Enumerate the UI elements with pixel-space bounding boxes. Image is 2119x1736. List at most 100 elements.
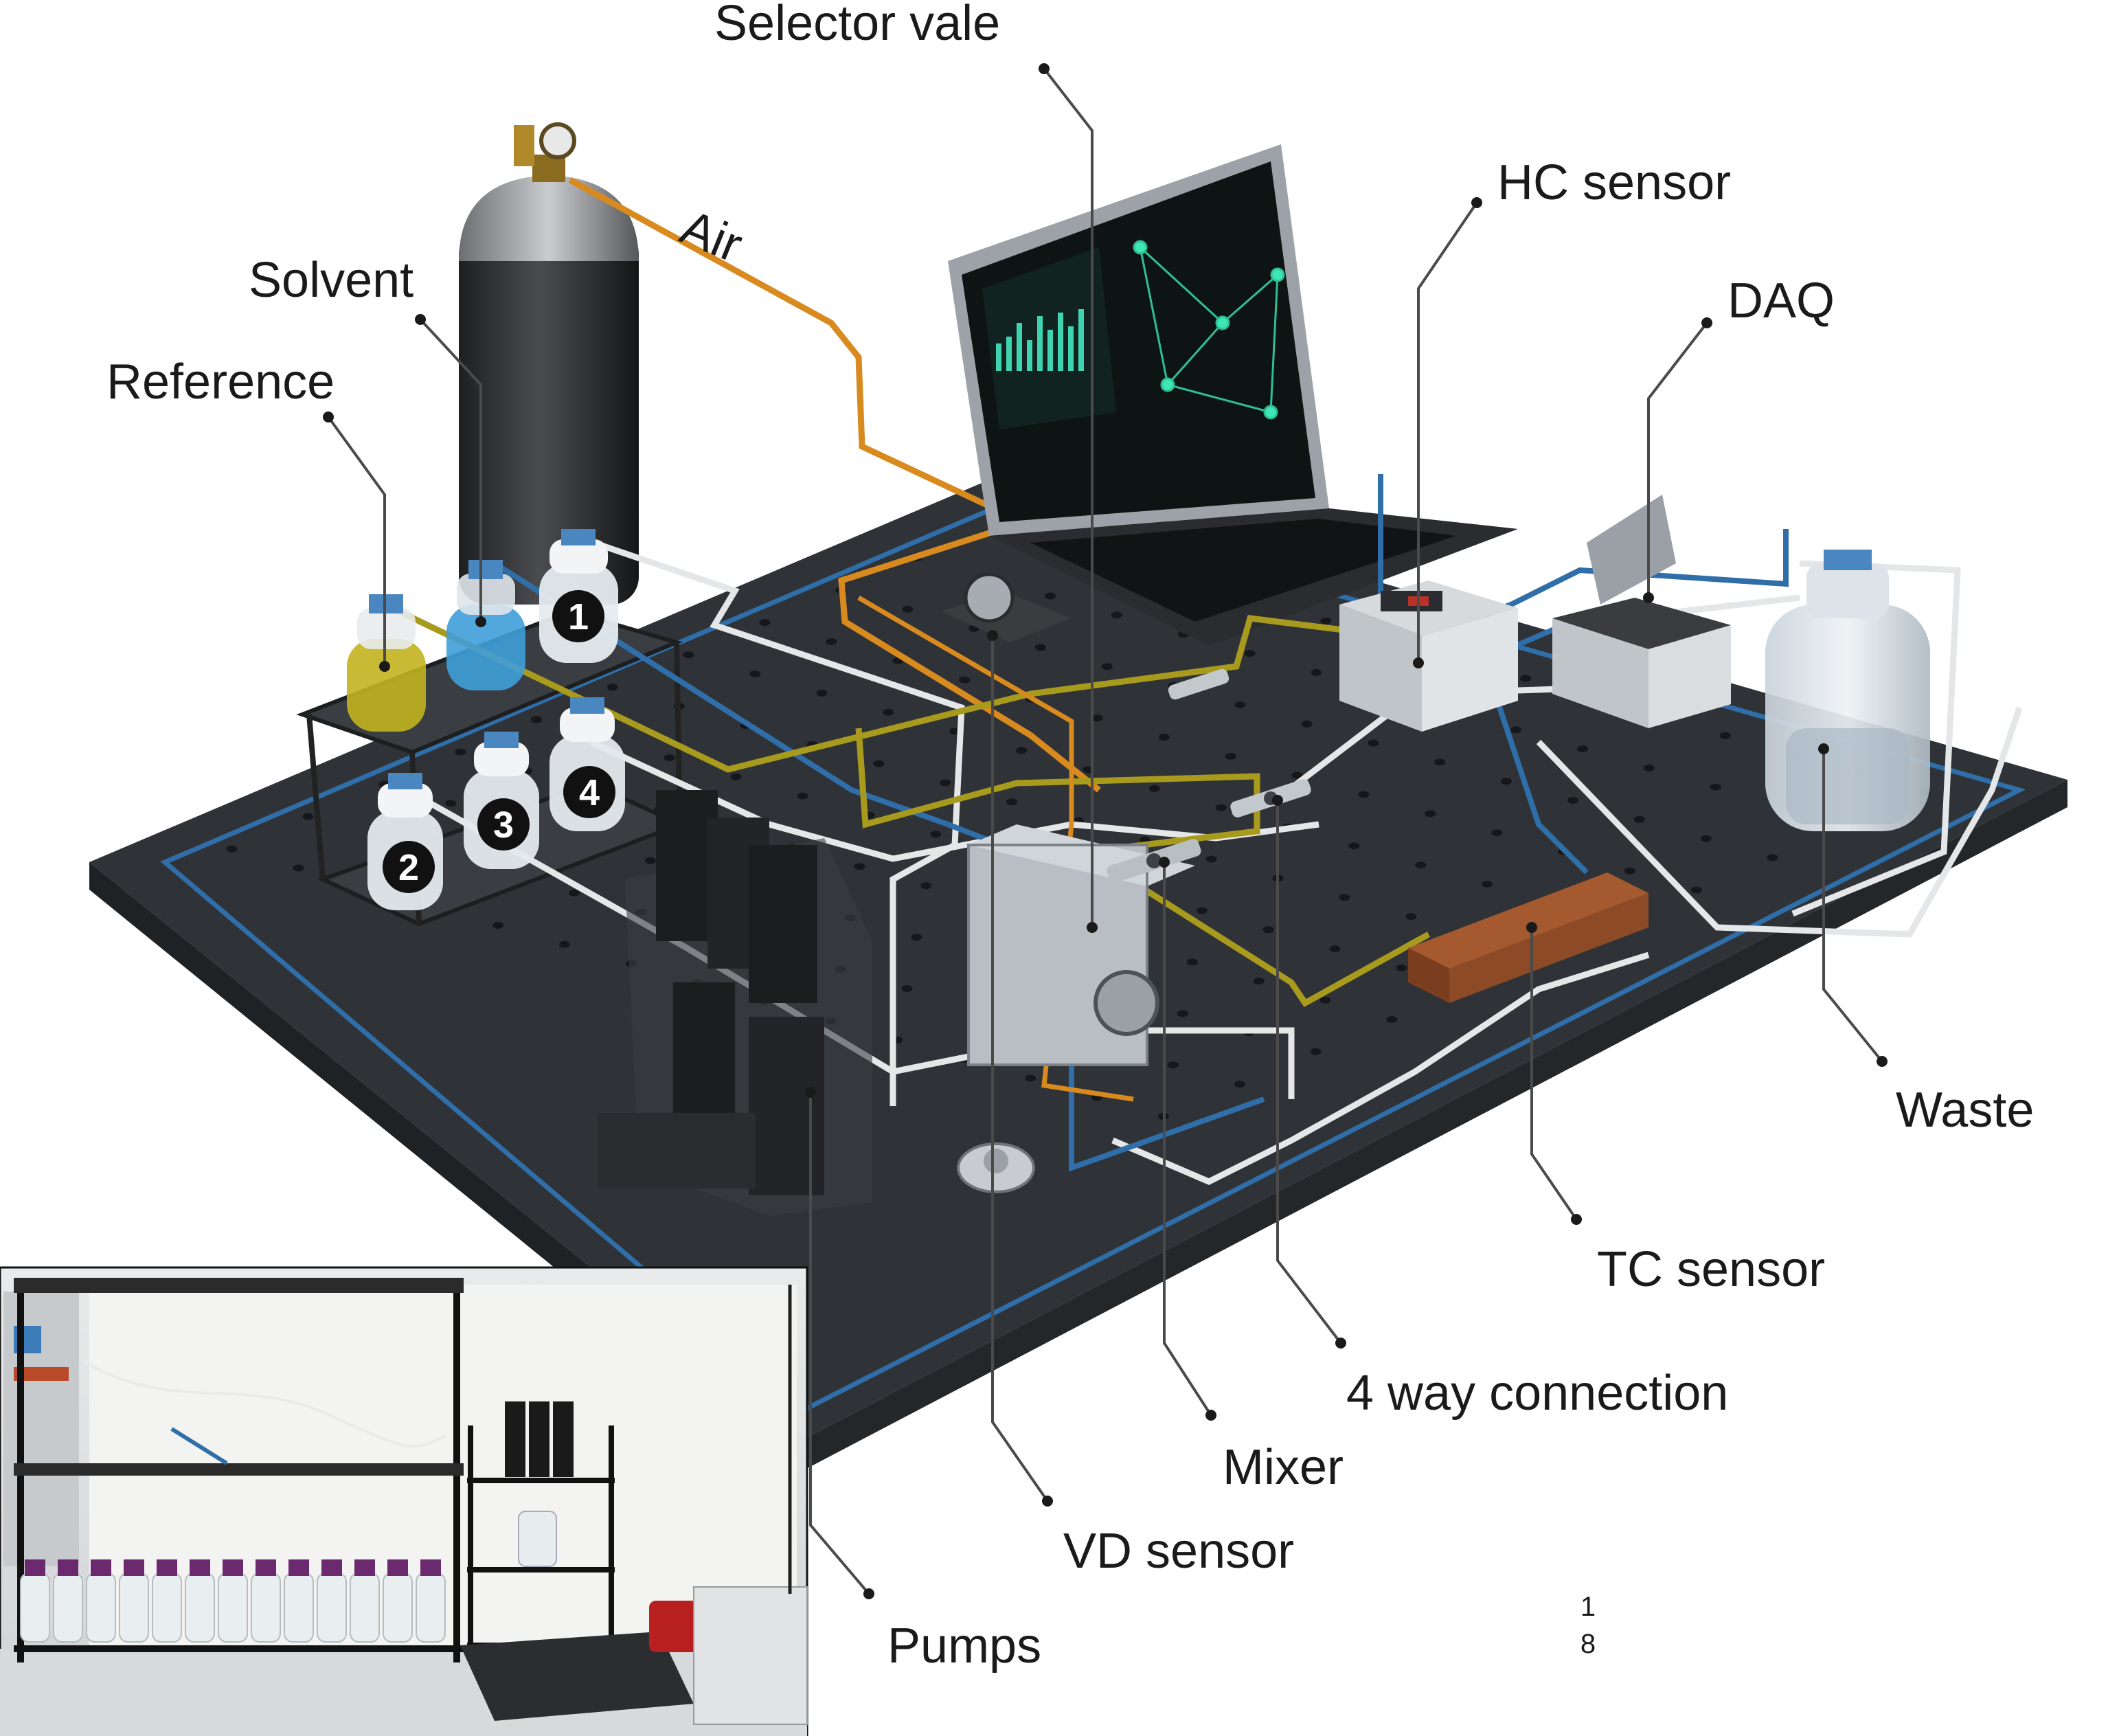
bottle-number-3: 3 [493, 804, 514, 846]
table-hole [531, 716, 542, 723]
table-hole [1310, 1048, 1322, 1055]
table-hole [1368, 739, 1379, 747]
degasser-icon [957, 1142, 1035, 1193]
table-hole [1501, 778, 1512, 785]
laptop [948, 144, 1518, 646]
label-tc-sensor: TC sensor [1597, 1242, 1825, 1297]
inset-bottle-cap [58, 1559, 78, 1576]
bottle-number-1: 1 [568, 596, 589, 638]
inset-bottle [416, 1572, 446, 1643]
table-hole [1234, 701, 1246, 708]
table-hole [1025, 1074, 1036, 1082]
waste-bottle [1765, 550, 1930, 831]
table-hole [1186, 958, 1198, 966]
table-hole [902, 605, 914, 613]
table-hole [759, 619, 771, 627]
label-air: Air [673, 199, 750, 273]
callout-dots [323, 63, 1888, 1599]
table-hole [226, 845, 238, 853]
pressure-gauge-icon [539, 122, 576, 159]
table-hole [1405, 913, 1417, 921]
inset-bottle-cap [157, 1559, 177, 1576]
table-hole [1434, 758, 1446, 766]
laptop-bar-chart-icon [996, 309, 1084, 371]
table-hole [302, 813, 314, 820]
label-mixer: Mixer [1223, 1440, 1344, 1495]
table-hole [492, 922, 504, 929]
table-hole [1301, 720, 1313, 728]
table-hole [1291, 771, 1303, 779]
table-hole [911, 934, 922, 941]
table-hole [1111, 611, 1122, 619]
inset-bottle [251, 1572, 281, 1643]
table-hole [1386, 1015, 1398, 1023]
inset-bottle [20, 1572, 50, 1643]
table-hole [1253, 978, 1265, 985]
table-hole [1567, 797, 1578, 804]
table-hole [816, 689, 828, 697]
table-hole [1624, 867, 1635, 875]
page-number-line-2: 8 [1580, 1629, 1596, 1659]
table-hole [293, 864, 304, 872]
daq-box [1552, 495, 1731, 728]
table-hole [1425, 810, 1436, 818]
inset-bottle-cap [256, 1559, 276, 1576]
table-hole [445, 800, 457, 807]
label-daq: DAQ [1727, 273, 1835, 328]
table-hole [920, 882, 932, 890]
fan-icon [941, 572, 1072, 642]
table-hole [455, 748, 466, 756]
inset-bottle [383, 1572, 413, 1643]
yellow-tubing [383, 601, 1431, 1007]
table-hole [1491, 829, 1503, 837]
table-hole [1633, 815, 1645, 823]
table-hole [683, 651, 694, 659]
inset-bottle [185, 1572, 215, 1643]
table-hole [1710, 783, 1721, 791]
table-hole [1339, 894, 1350, 901]
table-hole [1167, 1061, 1179, 1069]
table-hole [1016, 747, 1028, 754]
label-selector-valve: Selector vale [714, 0, 1000, 51]
label-solvent: Solvent [249, 253, 413, 308]
hc-sensor-box [1339, 580, 1518, 732]
table-hole [1225, 752, 1236, 760]
table-hole [1415, 861, 1427, 869]
table-hole [959, 676, 971, 684]
table-hole [1035, 644, 1046, 651]
table-hole [1329, 945, 1341, 953]
table-hole [607, 684, 618, 691]
table-hole [797, 792, 808, 800]
bottle-number-4: 4 [579, 772, 600, 813]
table-hole [873, 760, 885, 767]
orange-tubing [857, 595, 1134, 1102]
reference-bottle [347, 594, 426, 732]
table-hole [1215, 804, 1227, 811]
inset-bottle [86, 1572, 116, 1643]
table-hole [1262, 926, 1274, 934]
inset-bottle [152, 1572, 182, 1643]
table-hole [1006, 798, 1018, 806]
table-hole [1396, 965, 1407, 971]
bottle-3: 3 [464, 732, 539, 869]
inset-bottle [284, 1572, 314, 1643]
bottle-4: 4 [549, 697, 625, 831]
selector-valve [967, 824, 1195, 1066]
label-vd-sensor: VD sensor [1063, 1524, 1294, 1579]
table-hole [1320, 618, 1332, 624]
inset-bottle-cap [91, 1559, 111, 1576]
page-number-line-1: 1 [1580, 1592, 1596, 1622]
table-hole [1196, 907, 1208, 914]
table-hole [569, 889, 580, 897]
inset-lab-photo [0, 1266, 808, 1736]
table-hole [854, 863, 865, 870]
table-hole [749, 670, 761, 677]
tc-sensor-block [1408, 872, 1648, 1003]
table-hole [1577, 745, 1588, 753]
label-four-way-connection: 4 way connection [1346, 1366, 1728, 1421]
laptop-keyboard [1030, 519, 1456, 622]
table-hole [1643, 764, 1655, 771]
table-hole [1767, 854, 1778, 861]
inset-bottle [53, 1572, 83, 1643]
table-hole [1482, 881, 1493, 888]
